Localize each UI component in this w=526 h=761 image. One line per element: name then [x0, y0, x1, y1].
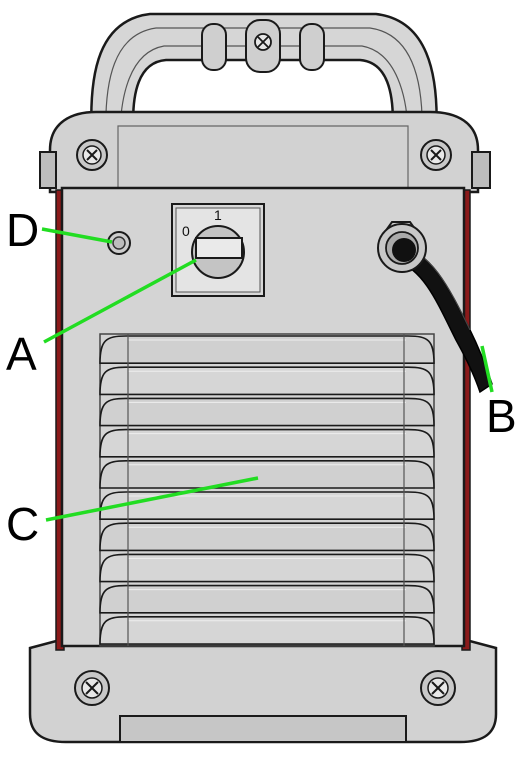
main-switch: 0 1 — [171, 203, 265, 297]
ventilation-grille — [99, 333, 435, 647]
leader-line-a — [43, 258, 197, 344]
grille-slat — [99, 397, 435, 427]
callout-b: B — [486, 390, 517, 442]
leader-line-c — [45, 476, 259, 522]
screw-icon — [420, 670, 456, 706]
cable-gland — [377, 221, 427, 273]
grille-slat — [99, 616, 435, 645]
grille-slat — [99, 522, 435, 552]
grille-slat — [99, 553, 435, 583]
callout-d: D — [6, 204, 39, 256]
leader-lines — [41, 227, 494, 522]
switch-lever — [195, 237, 243, 259]
bottom-frame — [28, 638, 498, 744]
top-frame — [39, 110, 491, 194]
screw-icon — [76, 139, 108, 171]
switch-on-label: 1 — [214, 207, 222, 223]
callout-a: A — [6, 328, 37, 380]
grille-slat — [99, 584, 435, 614]
screw-icon — [420, 139, 452, 171]
handle-grip — [201, 19, 325, 73]
grille-slat — [99, 491, 435, 520]
screw-icon — [74, 670, 110, 706]
grille-slat — [99, 460, 435, 489]
callout-c: C — [6, 498, 39, 550]
switch-off-label: 0 — [182, 223, 190, 239]
grille-slat — [99, 335, 435, 364]
leader-line-b — [480, 345, 494, 393]
leader-line-d — [41, 227, 113, 244]
grille-slat — [99, 366, 435, 396]
grille-slat — [99, 428, 435, 458]
carry-handle — [90, 12, 438, 142]
